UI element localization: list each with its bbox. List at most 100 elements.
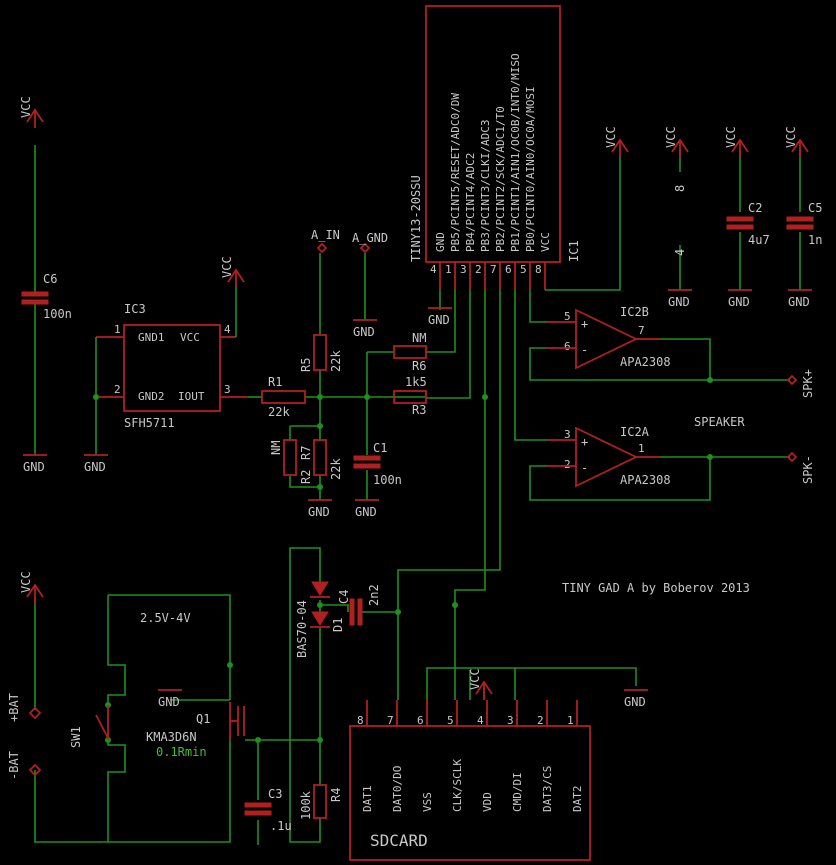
- ic2a-pin-plus: 3: [564, 428, 571, 441]
- schematic-title: TINY GAD A by Boberov 2013: [562, 581, 750, 595]
- sdcard-pin-7: 7: [387, 714, 394, 727]
- r6-ref: R6: [412, 359, 426, 373]
- ic3-pin-2: 2: [114, 383, 121, 396]
- svg-text:-: -: [581, 461, 588, 475]
- r3-resistor: [393, 390, 427, 404]
- ic1-pin-8: 8: [535, 263, 542, 276]
- ic1-pin-name-4: GND: [434, 232, 447, 252]
- ic2b-ref: IC2B: [620, 305, 649, 319]
- c3-val: .1u: [270, 819, 292, 833]
- c4-ref: C4: [337, 590, 351, 604]
- ic1-pin-name-7: PB2/PCINT2/SCK/ADC1/T0: [494, 106, 507, 252]
- ic3-pin-3: 3: [224, 383, 231, 396]
- a-gnd-label: A_GND: [352, 231, 388, 245]
- r2-ref: R2: [299, 470, 313, 484]
- power-pin-4: 4: [673, 249, 687, 256]
- gnd-label: GND: [84, 460, 106, 474]
- r3-ref: R3: [412, 403, 426, 417]
- ic3-pin-gnd2: GND2: [138, 390, 165, 403]
- sdcard-body: [349, 725, 591, 861]
- ic1-part-label: TINY13-20SSU: [409, 175, 423, 262]
- ic2a-pin-minus: 2: [564, 458, 571, 471]
- r6-val: NM: [412, 331, 426, 345]
- c3-capacitor: [244, 802, 272, 808]
- r1-val: 22k: [268, 405, 290, 419]
- ic1-pin-name-3: PB4/PCINT4/ADC2: [464, 153, 477, 252]
- c2-ref: C2: [748, 201, 762, 215]
- q1-mosfet: [229, 702, 245, 740]
- r7-ref: R7: [299, 446, 313, 460]
- ic3-part: SFH5711: [124, 416, 175, 430]
- c1-ref: C1: [373, 441, 387, 455]
- ic1-pin-name-5: PB0/PCINT0/AIN0/OC0A/MOSI: [524, 86, 537, 252]
- vcc-label: VCC: [19, 571, 33, 593]
- gnd-label: GND: [353, 325, 375, 339]
- sdcard-pin-3: 3: [507, 714, 514, 727]
- sdcard-pin-name-8: DAT1: [361, 786, 374, 813]
- power-pin-8: 8: [673, 185, 687, 192]
- sdcard-pin-6: 6: [417, 714, 424, 727]
- vcc-label: VCC: [468, 668, 482, 690]
- c6-capacitor: [21, 291, 49, 297]
- ic1-pin-1: 1: [445, 263, 452, 276]
- vcc-label: VCC: [220, 256, 234, 278]
- ic2b-pin-plus: 5: [564, 310, 571, 323]
- bat-minus-label: -BAT: [7, 751, 21, 780]
- ic2b-amp: [575, 308, 639, 370]
- sdcard-pin-name-6: VSS: [421, 792, 434, 812]
- sdcard-pin-4: 4: [477, 714, 484, 727]
- gnd-label: GND: [23, 460, 45, 474]
- r1-resistor: [261, 390, 306, 404]
- c5-val: 1n: [808, 233, 822, 247]
- q1-note-label: 0.1Rmin: [156, 745, 207, 759]
- gnd-label: GND: [308, 505, 330, 519]
- ic1-pin-2: 2: [475, 263, 482, 276]
- c5-capacitor: [786, 216, 814, 222]
- ic2b-pin-out: 7: [638, 324, 645, 337]
- ic2b-pin-minus: 6: [564, 340, 571, 353]
- c6-ref: C6: [43, 272, 57, 286]
- ic1-pin-name-2: PB3/PCINT3/CLKI/ADC3: [479, 120, 492, 252]
- gnd-label: GND: [624, 695, 646, 709]
- c1-val: 100n: [373, 473, 402, 487]
- r4-val: 100k: [299, 790, 313, 820]
- r2-resistor: [283, 439, 297, 476]
- c4-capacitor: [349, 598, 355, 626]
- r3-val: 1k5: [405, 375, 427, 389]
- ic2a-ref: IC2A: [620, 425, 650, 439]
- ic3-pin-iout: IOUT: [178, 390, 205, 403]
- sdcard-label: SDCARD: [370, 831, 428, 850]
- bas70-label: BAS70-04: [295, 600, 309, 658]
- ic3-pin-4: 4: [224, 323, 231, 336]
- ic3-ref: IC3: [124, 302, 146, 316]
- c5-ref: C5: [808, 201, 822, 215]
- ic2b-part: APA2308: [620, 355, 671, 369]
- sw1-switch: [95, 705, 109, 740]
- ic1-body: [425, 5, 561, 263]
- r5-resistor: [313, 334, 327, 371]
- sdcard-pin-name-3: CMD/DI: [511, 772, 524, 812]
- gnd-label: GND: [728, 295, 750, 309]
- spk-plus-label: SPK+: [801, 369, 815, 398]
- gnd-label: GND: [355, 505, 377, 519]
- ic2a-pin-out: 1: [638, 442, 645, 455]
- c2-capacitor: [726, 216, 754, 222]
- sdcard-pin-name-4: VDD: [481, 792, 494, 812]
- sdcard-pin-8: 8: [357, 714, 364, 727]
- range-label: 2.5V-4V: [140, 611, 191, 625]
- vcc-label: VCC: [604, 126, 618, 148]
- q1-part-label: KMA3D6N: [146, 730, 197, 744]
- ic1-pin-5: 5: [520, 263, 527, 276]
- c3-ref: C3: [268, 787, 282, 801]
- bat-plus-label: +BAT: [7, 693, 21, 722]
- sdcard-pin-2: 2: [537, 714, 544, 727]
- ic3-pin-1: 1: [114, 323, 121, 336]
- gnd-label: GND: [668, 295, 690, 309]
- sdcard-pin-5: 5: [447, 714, 454, 727]
- ic1-pin-3: 3: [460, 263, 467, 276]
- gnd-label: GND: [158, 695, 180, 709]
- r7-val: 22k: [329, 458, 343, 480]
- r4-ref: R4: [329, 788, 343, 802]
